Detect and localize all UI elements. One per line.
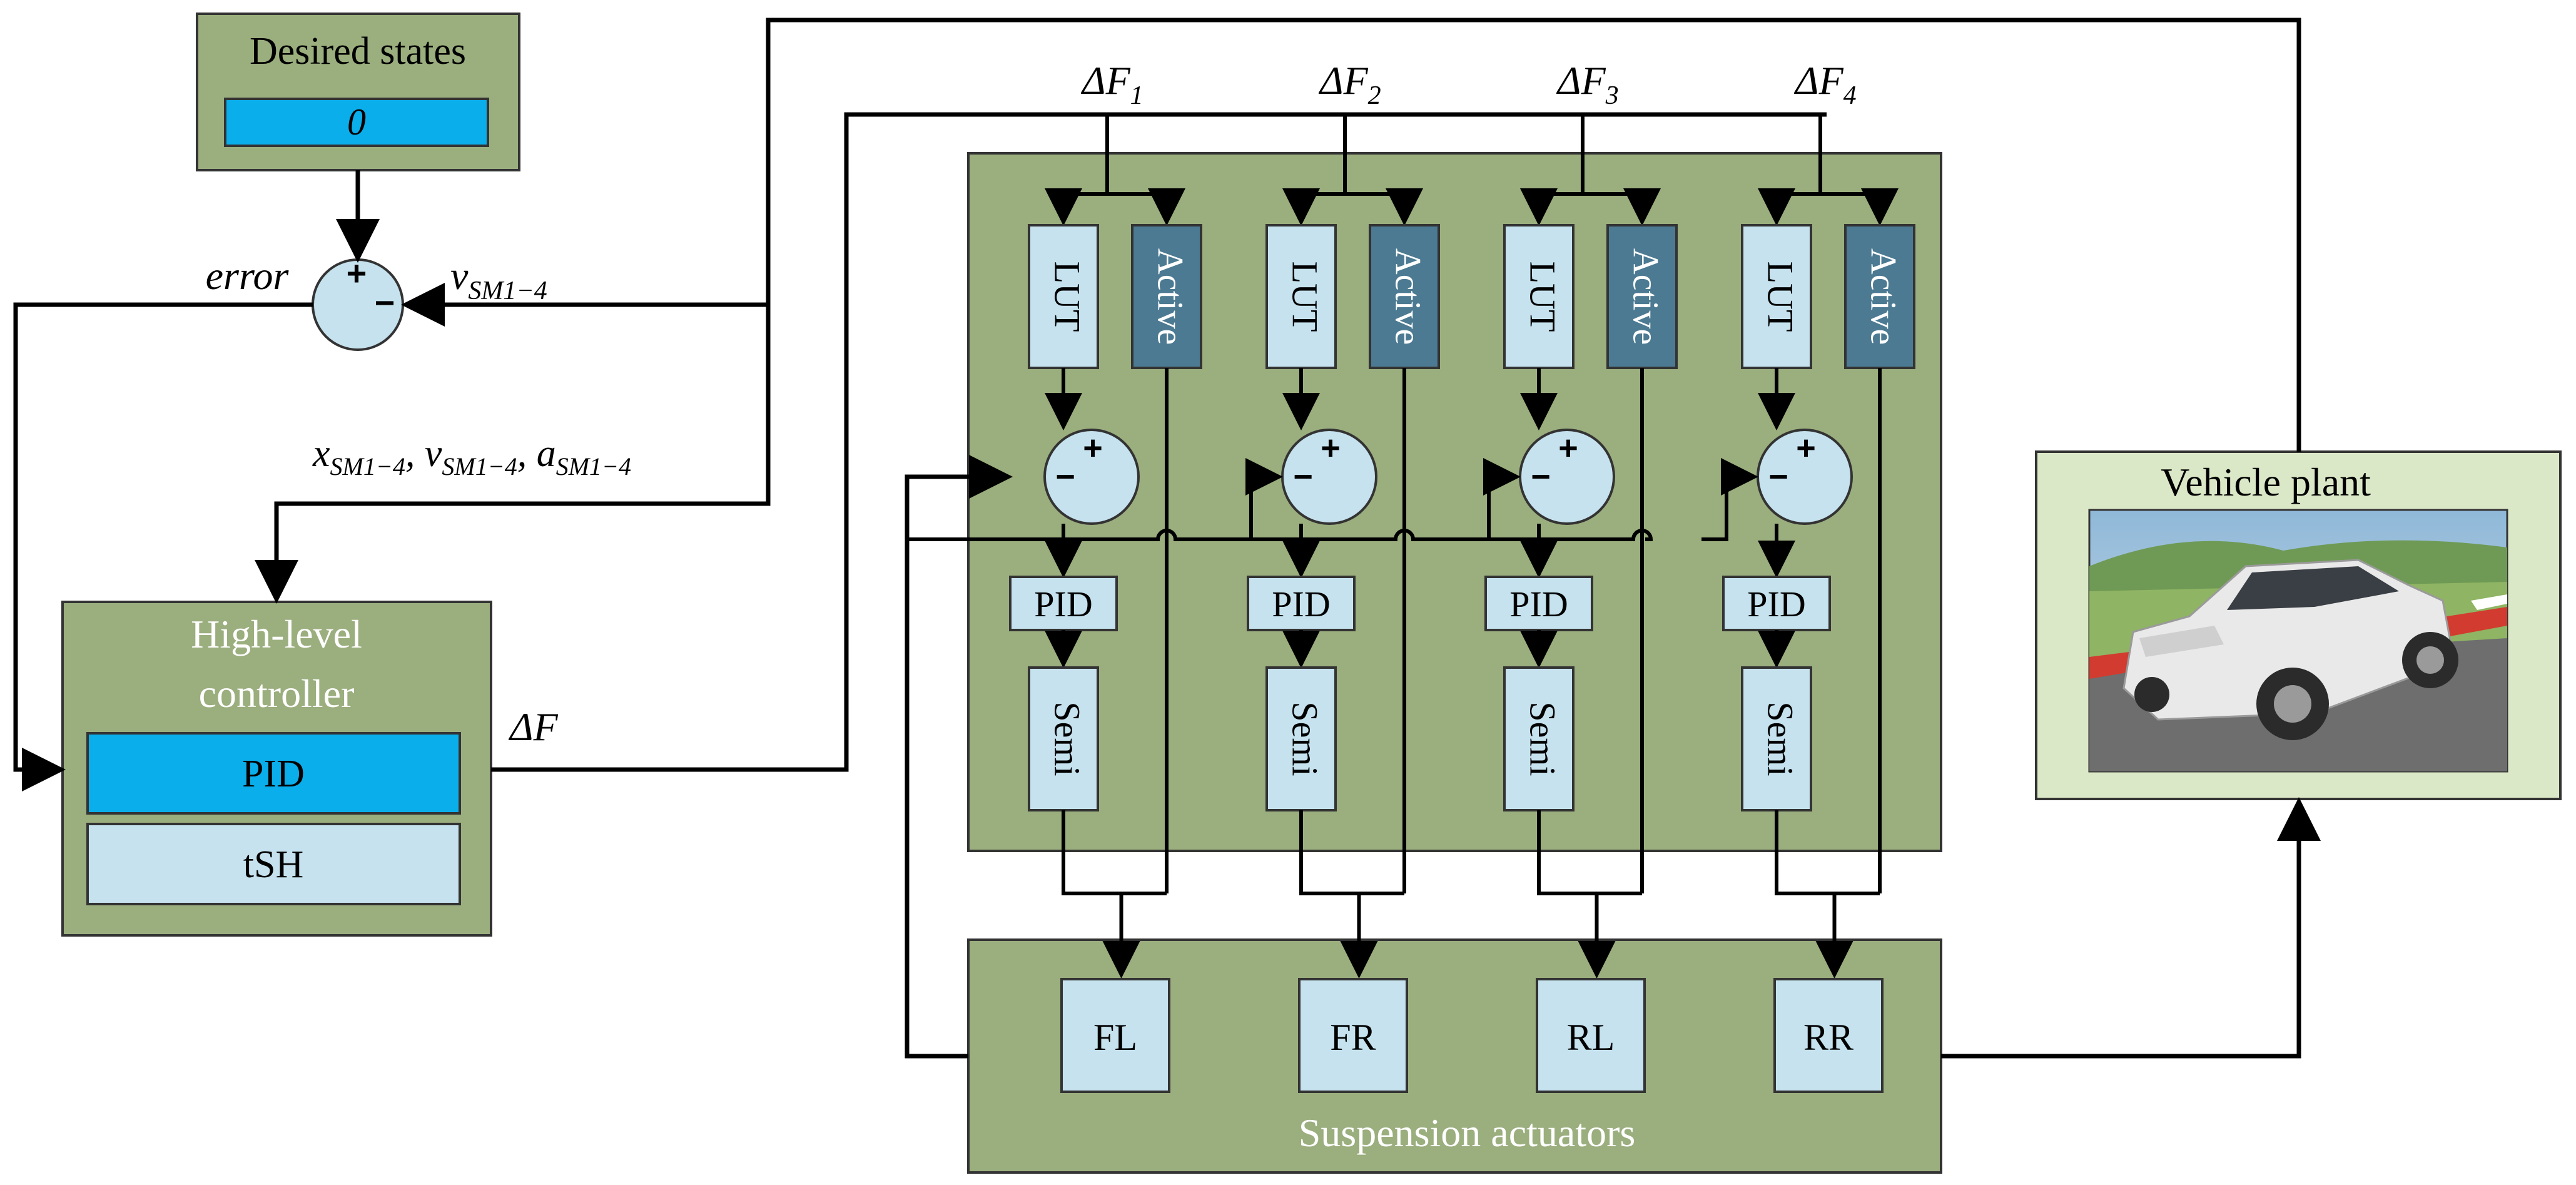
semi-box-4 [1741,666,1812,811]
hlc-output-delta-f-label: ΔF [508,704,559,749]
actuator-box-fl [1060,978,1170,1093]
vehicle-plant-block: Vehicle plant [2035,450,2562,800]
semi-label-4: Semi [1760,701,1801,776]
pid-label-3: PID [1509,584,1568,624]
actuator-label-rr: RR [1803,1017,1853,1058]
semi-label-1: Semi [1047,701,1088,776]
active-label-1: Active [1150,248,1191,345]
active-box-1 [1131,224,1202,369]
actuator-boxes: FL FR RL RR [1060,978,1884,1093]
desired-states-title: Desired states [250,30,466,73]
lut-box-2 [1265,224,1337,369]
actuator-box-rl [1536,978,1646,1093]
error-junction-minus: − [375,283,395,322]
junction-1 [1043,429,1140,525]
active-box-4 [1844,224,1915,369]
error-summing-junction: + − [312,253,404,351]
junction-2-minus: − [1293,458,1313,496]
junction-1-plus: + [1083,429,1103,467]
pid-box-3 [1484,576,1593,631]
vehicle-plant-title: Vehicle plant [2161,460,2371,504]
hlc-pid-label: PID [242,753,305,795]
actuator-label-fr: FR [1330,1017,1376,1058]
semi-label-2: Semi [1285,701,1326,776]
hlc-pid-box [86,732,461,815]
feedback-bus [907,529,1653,541]
high-level-controller-block: High-level controller PID tSH [61,601,492,937]
delta-f-2-label: ΔF2 [1318,58,1381,110]
actuator-label-rl: RL [1567,1017,1615,1058]
active-label-2: Active [1388,248,1429,345]
hlc-title-line1: High-level [191,612,362,656]
lut-box-4 [1741,224,1812,369]
junction-3-minus: − [1531,458,1551,496]
hlc-title-line2: controller [199,671,355,716]
actuator-label-fl: FL [1093,1017,1137,1058]
active-label-3: Active [1626,248,1666,345]
pid-box-2 [1247,576,1356,631]
hlc-tsh-box [86,823,461,905]
hlc-tsh-label: tSH [243,843,303,886]
suspension-actuators-title: Suspension actuators [1299,1111,1636,1155]
semi-label-3: Semi [1523,701,1563,776]
signal-wires [13,18,2321,1059]
lut-label-4: LUT [1760,262,1801,332]
active-label-4: Active [1864,248,1904,345]
pid-label-4: PID [1747,584,1805,624]
lut-label-3: LUT [1523,262,1563,332]
lut-label-1: LUT [1047,262,1088,332]
lut-box-3 [1503,224,1575,369]
active-box-3 [1606,224,1678,369]
semi-box-2 [1265,666,1337,811]
active-box-2 [1369,224,1440,369]
error-label: error [206,253,290,298]
junction-4-plus: + [1796,429,1816,467]
pid-box-4 [1722,576,1831,631]
junction-4-minus: − [1768,458,1788,496]
pid-label-2: PID [1272,584,1330,624]
junction-2-plus: + [1321,429,1341,467]
pid-box-1 [1009,576,1118,631]
junction-1-minus: − [1055,458,1075,496]
delta-f-3-label: ΔF3 [1556,58,1619,110]
error-junction-plus: + [347,253,367,293]
desired-states-block: Desired states 0 [196,13,520,171]
actuator-box-rr [1773,978,1884,1093]
pid-label-1: PID [1034,584,1092,624]
semi-box-3 [1503,666,1575,811]
vehicle-image [2088,509,2508,773]
feedback-velocity-label: vSM1−4 [450,253,547,305]
lut-label-2: LUT [1285,262,1326,332]
actuator-box-fr [1298,978,1408,1093]
desired-states-value: 0 [347,101,366,143]
junction-3-plus: + [1558,429,1578,467]
delta-f-1-label: ΔF1 [1080,58,1143,110]
delta-f-4-label: ΔF4 [1793,58,1857,110]
states-label: xSM1−4, vSM1−4, aSM1−4 [312,432,631,481]
